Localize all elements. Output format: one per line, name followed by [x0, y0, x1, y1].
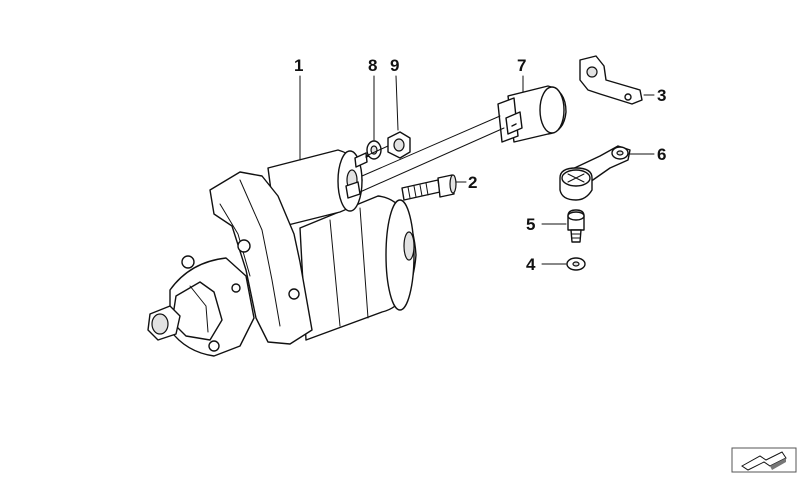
callout-1[interactable]: 1	[294, 56, 303, 75]
callout-4[interactable]: 4	[526, 255, 536, 274]
nut-part-9[interactable]	[387, 131, 411, 159]
callout-8[interactable]: 8	[368, 56, 377, 75]
leader-lines	[299, 75, 655, 265]
plug-part-5[interactable]	[567, 209, 585, 243]
callout-5[interactable]: 5	[526, 215, 535, 234]
callout-labels: 1 2 3 4 5 6 7 8 9	[294, 56, 666, 274]
catalog-arrow-icon[interactable]	[731, 447, 797, 473]
callout-9[interactable]: 9	[390, 56, 399, 75]
terminal-cap-part-7[interactable]	[497, 85, 567, 143]
lever-part-6[interactable]	[559, 145, 631, 201]
assembly-lines	[359, 115, 505, 193]
callout-2[interactable]: 2	[468, 173, 477, 192]
starter-motor[interactable]	[147, 149, 417, 357]
bolt-part-2[interactable]	[401, 174, 457, 201]
bracket-part-3[interactable]	[579, 55, 643, 105]
callout-3[interactable]: 3	[657, 86, 666, 105]
washer-part-4[interactable]	[566, 257, 586, 271]
callout-7[interactable]: 7	[517, 56, 526, 75]
callout-6[interactable]: 6	[657, 145, 666, 164]
